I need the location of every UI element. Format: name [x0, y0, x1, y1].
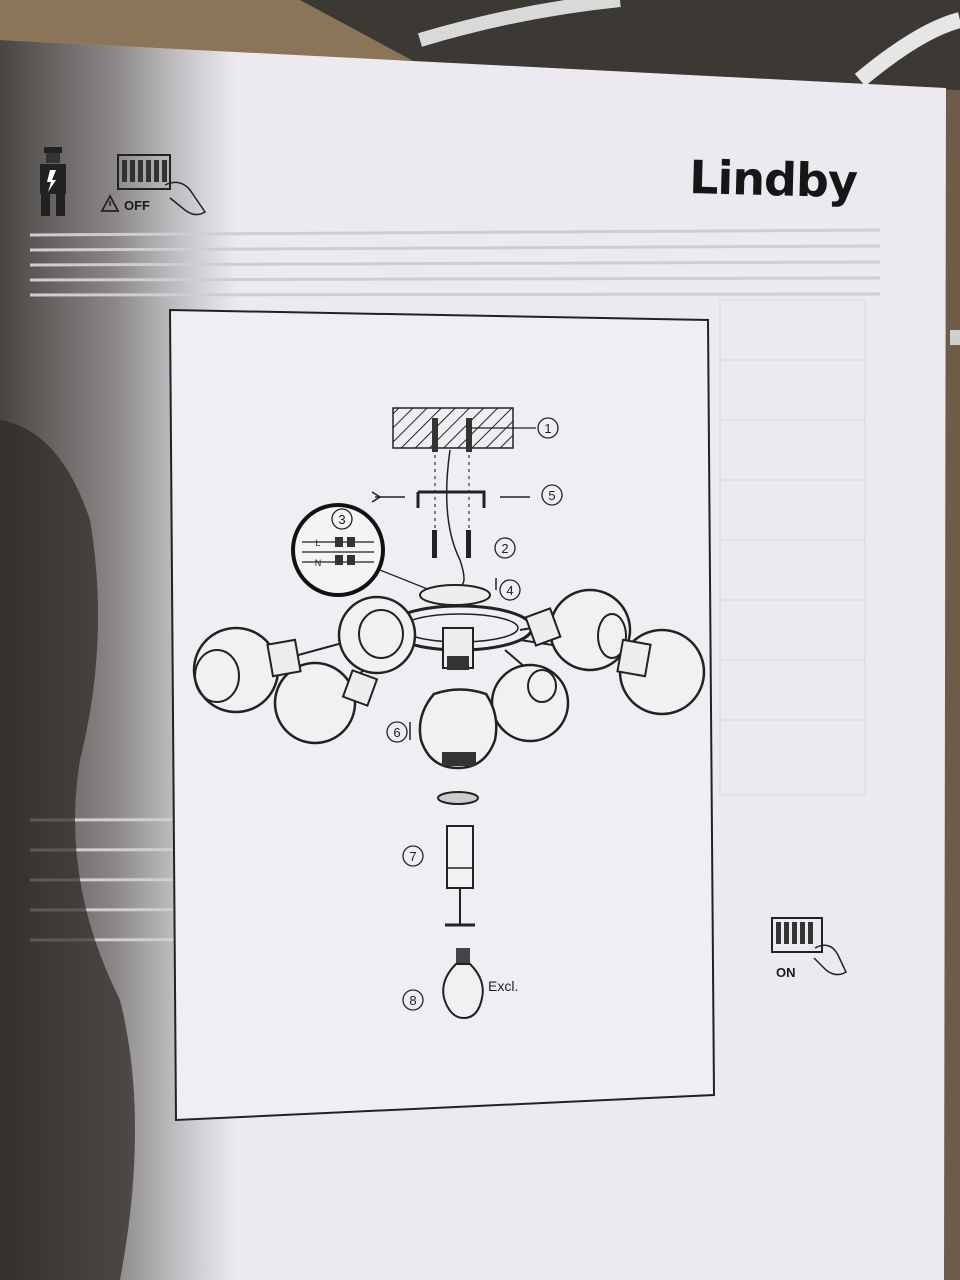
step-8-label: 8	[409, 993, 416, 1008]
ring-nut	[437, 791, 479, 805]
wall-plugs	[432, 418, 472, 452]
show-through-table	[719, 299, 866, 796]
bulb-excluded-note: Excl.	[488, 978, 519, 994]
step-7-marker	[402, 845, 424, 867]
step-4-label: 4	[506, 583, 513, 598]
step-2-marker	[494, 537, 516, 559]
hand-shadow	[0, 420, 135, 1280]
step-5-label: 5	[548, 488, 555, 503]
power-off-label: OFF	[124, 198, 150, 213]
warning-triangle-icon	[100, 194, 120, 212]
terminal-block-callout	[291, 503, 385, 597]
terminal-l-label: L	[315, 538, 320, 548]
electrician-icon	[40, 147, 66, 216]
step-5-marker	[541, 484, 563, 506]
glass-shades	[192, 588, 706, 745]
step-1-label: 1	[544, 421, 551, 436]
step-3-marker	[331, 508, 353, 530]
bulb-icon	[442, 948, 484, 1020]
step-8-marker	[402, 989, 424, 1011]
step-4-marker	[499, 579, 521, 601]
step-2-label: 2	[501, 541, 508, 556]
step-6-marker	[386, 721, 408, 743]
brand-logo: Lindby	[688, 150, 858, 209]
terminal-n-label: N	[315, 558, 322, 568]
step-1-marker	[537, 417, 559, 439]
circuit-breaker-off-icon	[117, 154, 207, 216]
lamp-socket	[446, 825, 474, 889]
screw-icon	[371, 491, 405, 503]
step-7-label: 7	[409, 849, 416, 864]
assembly-diagram: 1 2 3 4 5 6 7 8 L N	[168, 308, 716, 1122]
step-3-label: 3	[338, 512, 345, 527]
detached-shade	[418, 688, 498, 770]
canopy	[419, 584, 491, 606]
step-6-label: 6	[393, 725, 400, 740]
power-on-label: ON	[776, 965, 796, 980]
circuit-breaker-on-icon	[771, 917, 847, 976]
mounting-bracket	[416, 490, 486, 508]
